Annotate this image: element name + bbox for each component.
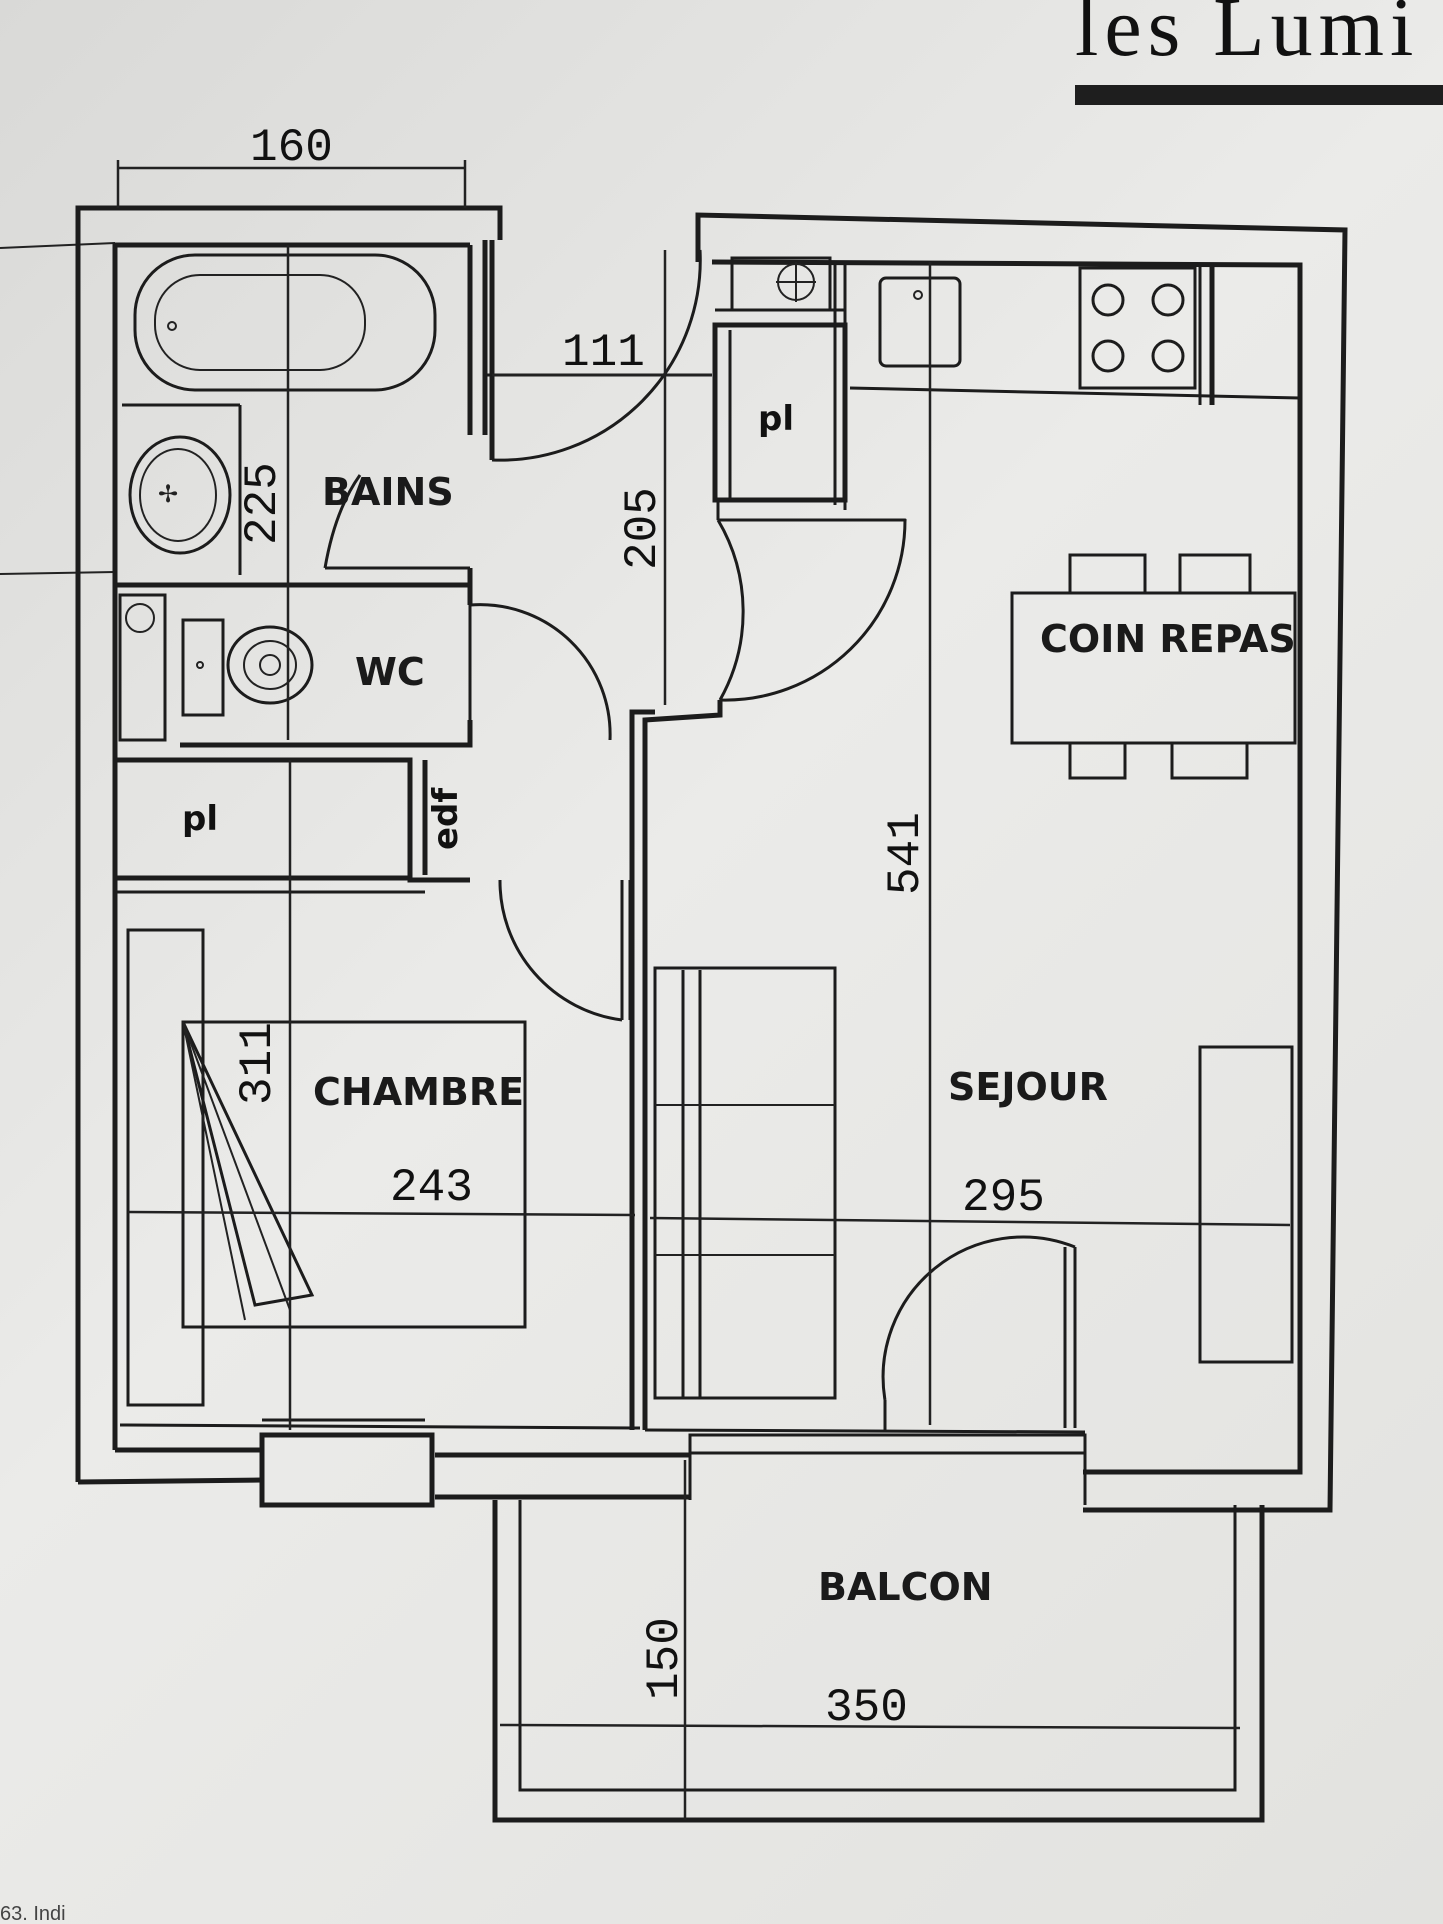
room-label-bains: BAINS bbox=[322, 470, 454, 514]
bathtub bbox=[133, 253, 437, 392]
dim-label-350: 350 bbox=[825, 1682, 908, 1734]
title-rule bbox=[1075, 85, 1443, 105]
dim-label-295: 295 bbox=[962, 1172, 1045, 1224]
document-title: les Lumi bbox=[1075, 0, 1419, 74]
cooktop bbox=[1078, 266, 1197, 390]
room-label-pl-bedroom: pl bbox=[182, 799, 218, 839]
balcony bbox=[492, 1500, 1265, 1823]
dim-label-311: 311 bbox=[232, 1022, 284, 1105]
room-label-chambre: CHAMBRE bbox=[313, 1070, 524, 1114]
dim-label-160: 160 bbox=[250, 122, 333, 174]
room-label-wc: WC bbox=[355, 650, 425, 694]
dining-table bbox=[1010, 553, 1297, 780]
toilet bbox=[118, 593, 314, 742]
dim-label-243: 243 bbox=[390, 1162, 473, 1214]
doors bbox=[323, 249, 1077, 1430]
room-label-sejour: SEJOUR bbox=[948, 1065, 1108, 1109]
room-label-coin-repas: COIN REPAS bbox=[1040, 617, 1296, 661]
kitchen-sink bbox=[730, 256, 962, 368]
dim-label-150: 150 bbox=[639, 1617, 691, 1700]
dim-label-541: 541 bbox=[880, 812, 932, 895]
sideboard bbox=[1198, 1045, 1294, 1364]
dim-label-111: 111 bbox=[562, 327, 645, 379]
room-label-edf: edf bbox=[426, 787, 466, 850]
washbasin: ✢ bbox=[122, 403, 242, 575]
dim-label-205: 205 bbox=[617, 487, 669, 570]
dim-label-225: 225 bbox=[237, 462, 289, 545]
room-label-pl-kitchen: pl bbox=[758, 399, 794, 439]
room-label-balcon: BALCON bbox=[818, 1565, 993, 1609]
sofa bbox=[653, 966, 837, 1400]
margin-line-mid bbox=[0, 571, 116, 575]
outer-walls bbox=[75, 205, 1348, 1513]
margin-line-top bbox=[0, 242, 116, 249]
interior-walls bbox=[115, 240, 1301, 1430]
bed bbox=[126, 928, 527, 1407]
dimension-lines bbox=[116, 160, 1291, 1820]
footer-fragment: 63. Indi bbox=[0, 1903, 66, 1924]
svg-text:✢: ✢ bbox=[158, 480, 178, 508]
